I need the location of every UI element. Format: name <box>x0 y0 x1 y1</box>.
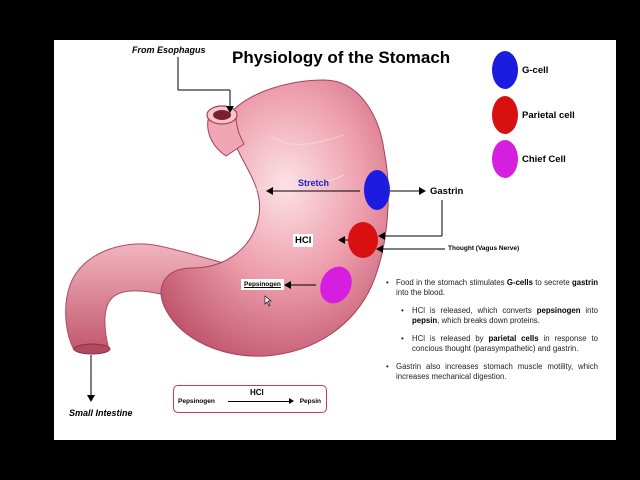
legend-g-cell-swatch <box>492 51 518 89</box>
gastrin-label: Gastrin <box>430 186 464 197</box>
legend-g-cell-label: G-cell <box>522 65 549 76</box>
bullet-item: Food in the stomach stimulates G-cells t… <box>385 278 598 298</box>
small-intestine-label: Small Intestine <box>69 408 133 418</box>
stomach-body <box>160 79 389 357</box>
thought-label: Thought (Vagus Nerve) <box>448 245 520 252</box>
stomach-diagram <box>65 51 518 402</box>
page-title: Physiology of the Stomach <box>232 48 451 67</box>
from-esophagus-connector <box>177 57 234 113</box>
from-esophagus-label: From Esophagus <box>132 45 206 55</box>
pepsinogen-arrow <box>284 281 316 289</box>
mouse-cursor <box>264 295 272 307</box>
reaction-reactant: Pepsinogen <box>178 398 215 405</box>
thought-connector <box>376 245 445 253</box>
legend-parietal-cell-swatch <box>492 96 518 134</box>
duodenum-opening <box>73 343 111 355</box>
reaction-arrow <box>228 398 294 404</box>
reaction-catalyst: HCl <box>250 388 264 397</box>
g-cell-marker <box>364 170 390 210</box>
bullet-list: Food in the stomach stimulates G-cells t… <box>385 278 598 390</box>
stretch-arrow <box>266 187 360 195</box>
slide: Physiology of the Stomach From Esophagus… <box>54 40 616 440</box>
bullet-item: HCl is released, which converts pepsinog… <box>385 306 598 326</box>
small-intestine-connector <box>87 355 95 402</box>
pepsinogen-label: Pepsinogen <box>241 279 284 290</box>
legend-parietal-cell-label: Parietal cell <box>522 110 575 121</box>
parietal-cell-marker <box>348 222 378 258</box>
gastrin-arrow <box>390 187 426 195</box>
reaction-product: Pepsin <box>299 398 321 405</box>
reaction-box: Pepsinogen HCl Pepsin <box>173 385 327 413</box>
bullet-item: HCl is released by parietal cells in res… <box>385 334 598 354</box>
stretch-label: Stretch <box>298 178 330 188</box>
hcl-label: HCl <box>293 234 314 247</box>
legend-chief-cell-label: Chief Cell <box>522 154 566 165</box>
bullet-item: Gastrin also increases stomach muscle mo… <box>385 362 598 382</box>
legend-chief-cell-swatch <box>492 140 518 178</box>
esophagus <box>207 115 245 157</box>
gastrin-to-parietal-connector <box>378 200 443 240</box>
chief-cell-marker <box>320 266 352 304</box>
